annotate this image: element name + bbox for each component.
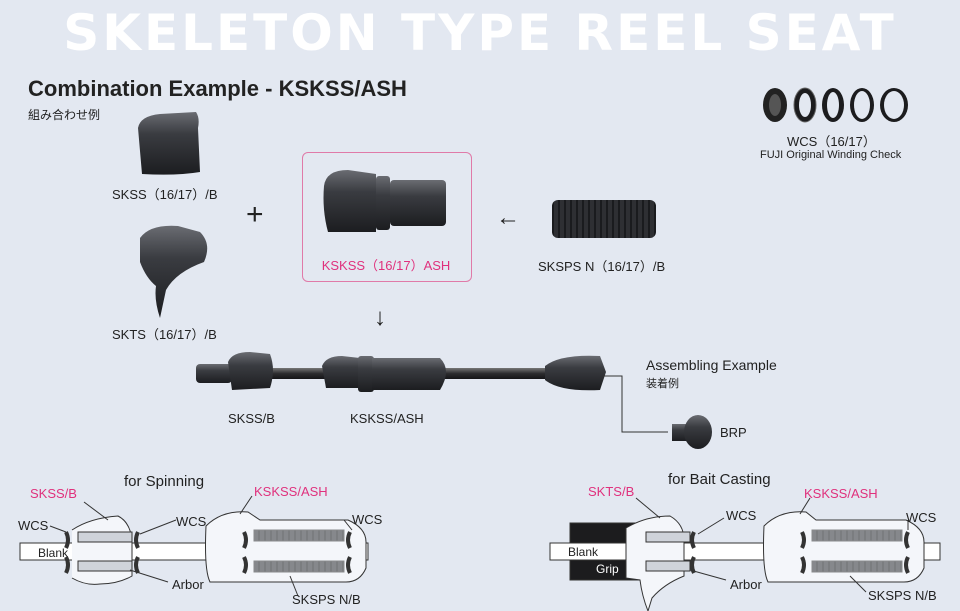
kskss-part-image [323,170,446,232]
assembly-title-sub: 装着例 [646,378,679,390]
page-heading: Combination Example - KSKSS/ASH [28,76,407,101]
assembly-title: Assembling Example [646,357,777,373]
assembly-skss-label: SKSS/B [228,411,275,426]
spinning-wcs-left-label: WCS [18,518,49,533]
baitcasting-grip-label: Grip [596,562,619,576]
baitcasting-wcs-mid-label: WCS [726,508,757,523]
spinning-blank-label: Blank [38,546,69,560]
skts-part-image [140,225,208,318]
spinning-sksps-label: SKSPS N/B [292,592,361,607]
sksps-part-image [552,200,656,238]
spinning-title: for Spinning [124,473,205,490]
kskss-highlight-box [302,152,472,282]
spinning-wcs-right-label: WCS [352,512,383,527]
wcs-subtitle: FUJI Original Winding Check [760,149,902,161]
assembly-kskss-label: KSKSS/ASH [350,411,424,426]
skss-label: SKSS（16/17）/B [112,187,218,202]
baitcasting-skts-label: SKTS/B [588,484,635,499]
skts-label: SKTS（16/17）/B [112,327,217,342]
spinning-arbor-label: Arbor [172,577,204,592]
arrow-left-icon: ← [496,204,520,231]
kskss-label: KSKSS（16/17）ASH [321,258,451,273]
spinning-kskss-label: KSKSS/ASH [254,484,328,499]
brp-part-image [603,375,712,449]
sksps-label: SKSPS N（16/17）/B [538,259,666,274]
arrow-down-icon: ↓ [374,304,386,331]
page-heading-sub: 組み合わせ例 [28,108,101,122]
wcs-title: WCS（16/17） [787,134,876,149]
baitcasting-wcs-right-label: WCS [906,510,937,525]
baitcasting-blank-label: Blank [568,545,599,559]
baitcasting-arbor-label: Arbor [730,577,762,592]
spinning-section-diagram [19,495,369,597]
spinning-skss-label: SKSS/B [30,486,77,501]
spinning-wcs-mid-label: WCS [176,514,207,529]
plus-sign: + [246,198,264,231]
assembled-rod-image [196,352,606,392]
banner-title: SKELETON TYPE REEL SEAT [63,4,897,62]
baitcasting-sksps-label: SKSPS N/B [868,588,937,603]
baitcasting-section-diagram [549,497,941,611]
baitcasting-title: for Bait Casting [668,471,771,488]
wcs-rings-image [763,87,908,123]
skss-part-image [138,112,200,175]
baitcasting-kskss-label: KSKSS/ASH [804,486,878,501]
brp-label: BRP [720,425,747,440]
